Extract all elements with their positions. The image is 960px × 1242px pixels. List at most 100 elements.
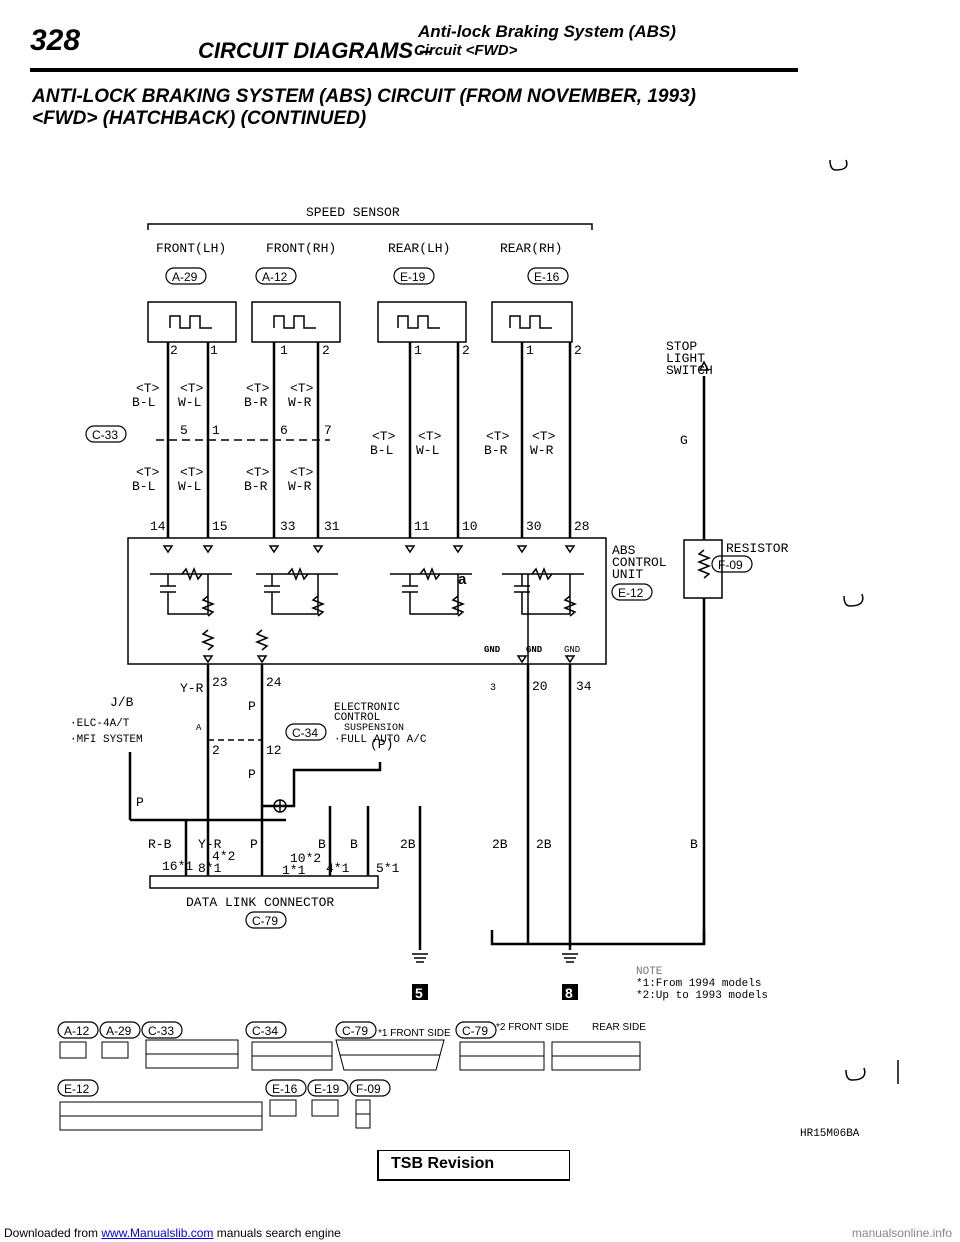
pin-c33-b: 1: [212, 423, 220, 438]
wire-color-wr: W-R: [288, 395, 312, 410]
wire-color-b: B: [318, 837, 326, 852]
legend-e16: E-16: [272, 1082, 298, 1096]
wire-color-br: B-R: [244, 395, 268, 410]
wire-color-bl: B-L: [132, 395, 155, 410]
legend-rear-side: REAR SIDE: [592, 1022, 646, 1033]
dlc-label: DATA LINK CONNECTOR: [186, 895, 334, 910]
wire-color-2b: 2B: [536, 837, 552, 852]
note-line2: *2:Up to 1993 models: [636, 990, 768, 1002]
footer-right: manualsonline.info: [851, 1226, 952, 1240]
wire-color-yr: Y-R: [198, 837, 222, 852]
pin-e-10: 10: [462, 519, 478, 534]
pin-e-11: 11: [414, 519, 430, 534]
connector-e16: E-16: [534, 270, 560, 284]
pin-dlc-1: 1*1: [282, 863, 306, 878]
wire-color-bl: B-L: [370, 443, 393, 458]
wire-color-p: P: [250, 837, 258, 852]
wire-color-g: G: [680, 433, 688, 448]
wire-color-rb: R-B: [148, 837, 172, 852]
pin-rr-a: 1: [526, 343, 534, 358]
wire-color-2b: 2B: [492, 837, 508, 852]
internal-label-a: a: [458, 571, 467, 588]
wire-tag: <T>: [418, 429, 442, 444]
stop-light-line3: SWITCH: [666, 363, 713, 378]
pin-e-30: 30: [526, 519, 542, 534]
legend-c79-front1: *1 FRONT SIDE: [378, 1028, 451, 1039]
connector-e19: E-19: [400, 270, 426, 284]
legend-a12: A-12: [64, 1024, 90, 1038]
stop-light-line2: LIGHT: [666, 351, 705, 366]
pin-c33-a: 5: [180, 423, 188, 438]
note-title: NOTE: [636, 966, 663, 978]
pin-e-15: 15: [212, 519, 228, 534]
footer-link[interactable]: www.Manualslib.com: [101, 1226, 214, 1240]
connector-c79: C-79: [252, 914, 278, 928]
title-line-1: ANTI-LOCK BRAKING SYSTEM (ABS) CIRCUIT (…: [32, 86, 696, 107]
wire-tag: <T>: [372, 429, 396, 444]
ground-8: 8: [565, 985, 573, 1001]
sensor-name-rr: REAR(RH): [500, 241, 562, 256]
pin-rl-b: 2: [462, 343, 470, 358]
jb-pin: A: [196, 723, 202, 733]
page-title: ANTI-LOCK BRAKING SYSTEM (ABS) CIRCUIT (…: [32, 86, 696, 130]
stop-light-line1: STOP: [666, 339, 697, 354]
wire-tag: <T>: [246, 465, 270, 480]
page-number: 328: [30, 24, 81, 57]
wire-tag: <T>: [136, 465, 160, 480]
wire-color-wr: W-R: [288, 479, 312, 494]
wire-tag: <T>: [246, 381, 270, 396]
legend-c79-a: C-79: [342, 1024, 368, 1038]
sensor-name-fr: FRONT(RH): [266, 241, 336, 256]
abs-unit-line3: UNIT: [612, 567, 643, 582]
wire-tag: <T>: [532, 429, 556, 444]
electronic-line1: ELECTRONIC: [334, 702, 400, 714]
speed-sensor-label: SPEED SENSOR: [306, 205, 400, 220]
legend-c79-b: C-79: [462, 1024, 488, 1038]
legend-c79-front2: *2 FRONT SIDE: [496, 1022, 569, 1033]
pin-c33-d: 7: [324, 423, 332, 438]
circuit-title: Circuit <FWD>: [414, 42, 518, 59]
wire-color-p: P: [136, 795, 144, 810]
connector-c33: C-33: [92, 428, 118, 442]
pin-rl-a: 1: [414, 343, 422, 358]
wire-color-2b: 2B: [400, 837, 416, 852]
wire-color-wl: W-L: [178, 479, 201, 494]
connector-c34: C-34: [292, 726, 318, 740]
connector-e12: E-12: [618, 586, 644, 600]
legend-f09: F-09: [356, 1082, 381, 1096]
wire-tag: <T>: [180, 381, 204, 396]
wire-color-yr: Y-R: [180, 681, 204, 696]
pin-e-31: 31: [324, 519, 340, 534]
pin-fr-a: 1: [280, 343, 288, 358]
legend-e12: E-12: [64, 1082, 90, 1096]
abs-unit-line2: CONTROL: [612, 555, 667, 570]
pin-e-33: 33: [280, 519, 296, 534]
legend-c34: C-34: [252, 1024, 278, 1038]
section-title: CIRCUIT DIAGRAMS –: [198, 38, 432, 63]
pin-dlc-4b: 4*1: [326, 861, 350, 876]
sensor-name-rl: REAR(LH): [388, 241, 450, 256]
pin-dlc-10: 10*2: [290, 851, 321, 866]
wire-tag: <T>: [180, 465, 204, 480]
wire-color-b: B: [690, 837, 698, 852]
wire-tag: <T>: [290, 465, 314, 480]
pin-e-14: 14: [150, 519, 166, 534]
elc-line1: ·ELC-4A/T: [70, 718, 130, 730]
pin-e-28: 28: [574, 519, 590, 534]
wire-color-wl: W-L: [178, 395, 201, 410]
pin-c34-12: 12: [266, 743, 282, 758]
pin-rr-b: 2: [574, 343, 582, 358]
pin-fr-b: 2: [322, 343, 330, 358]
header-rule: [30, 68, 798, 72]
jb-label: J/B: [110, 695, 134, 710]
pin-e-20: 20: [532, 679, 548, 694]
wire-color-br: B-R: [244, 479, 268, 494]
figure-code: HR15M06BA: [800, 1128, 860, 1140]
gnd-label: GND: [526, 645, 543, 655]
wire-tag: <T>: [486, 429, 510, 444]
legend-e19: E-19: [314, 1082, 340, 1096]
wire-color-pp: (P): [370, 737, 393, 752]
electronic-line3: SUSPENSION: [344, 723, 404, 734]
pin-fl-b: 1: [210, 343, 218, 358]
